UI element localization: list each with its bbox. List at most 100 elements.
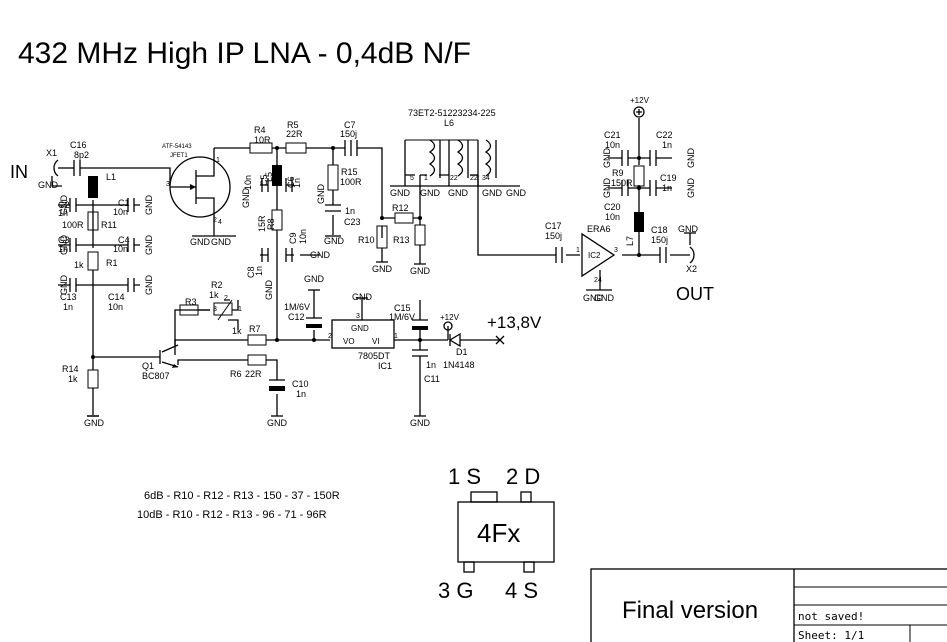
- gnd-l6-4: GND: [482, 188, 503, 198]
- r6-value: 22R: [245, 369, 262, 379]
- c7-ref: C7: [344, 120, 356, 130]
- r5-resistor: [285, 142, 307, 154]
- r15-value: 100R: [340, 177, 362, 187]
- supply-12v-plus: [636, 109, 642, 115]
- q1-ref: Q1: [142, 361, 154, 371]
- c6-ref: C6: [286, 176, 296, 188]
- gnd-c23: GND: [324, 236, 345, 246]
- r2-wiper: 1k: [232, 326, 242, 336]
- r5-value: 22R: [286, 129, 303, 139]
- gnd-c1: GND: [144, 195, 154, 216]
- ic2-pin1: 1: [576, 247, 580, 254]
- c12-value: 1M/6V: [284, 302, 310, 312]
- r4-value: 10R: [254, 135, 271, 145]
- r8-value: 15R: [257, 215, 267, 232]
- node-dot: [380, 216, 384, 220]
- l6-transformer: [405, 139, 497, 178]
- r2-value: 1k: [209, 290, 219, 300]
- q1-value: BC807: [142, 371, 170, 381]
- c13-ref: C13: [60, 292, 77, 302]
- c1-ref: C1: [118, 198, 130, 208]
- l6-pin1: 1: [424, 175, 428, 182]
- gnd-c4: GND: [144, 235, 154, 256]
- r11-value: 100R: [62, 220, 84, 230]
- r14-ref: R14: [62, 364, 79, 374]
- d1-supply-symbol: [443, 321, 453, 331]
- r3-ref: R3: [185, 297, 197, 307]
- c8-ref: C8: [246, 266, 256, 278]
- r7-ref: R7: [249, 324, 261, 334]
- r1-resistor: [87, 251, 99, 271]
- c5-c6-capacitors: [261, 178, 293, 192]
- title-block-sheet: Sheet: 1/1: [798, 629, 864, 642]
- c21-ref: C21: [604, 130, 621, 140]
- r2-ref: R2: [211, 280, 223, 290]
- r6-ref: R6: [230, 369, 242, 379]
- gnd-c22: GND: [686, 148, 696, 169]
- gnd-r10: GND: [372, 264, 393, 274]
- title-block-save-state: not saved!: [798, 610, 864, 623]
- c4-value: 10n: [113, 244, 128, 254]
- c15-ref: C15: [394, 303, 411, 313]
- c13-value: 1n: [63, 302, 73, 312]
- c2-c1-capacitors: [69, 198, 135, 212]
- gnd-c21: GND: [602, 148, 612, 169]
- node-dot: [637, 186, 641, 190]
- r10-ref: R10: [358, 235, 375, 245]
- c18-value: 150j: [651, 235, 668, 245]
- c12-ref: C12: [288, 312, 305, 322]
- node-dot: [91, 355, 95, 359]
- gnd-r14: GND: [84, 418, 105, 428]
- c4-ref: C4: [118, 235, 130, 245]
- ic1-ref: IC1: [378, 361, 392, 371]
- c3-c4-capacitors: [69, 238, 135, 252]
- package-pin4: 4 S: [505, 578, 538, 603]
- r15-ref: R15: [341, 167, 358, 177]
- c11-value: 1n: [426, 360, 436, 370]
- c2-value: 1n: [58, 208, 68, 218]
- ic1-value: 7805DT: [358, 351, 391, 361]
- attenuator-note-6db: 6dB - R10 - R12 - R13 - 150 - 37 - 150R: [144, 490, 340, 502]
- c14-ref: C14: [108, 292, 125, 302]
- c11-capacitor: [412, 349, 428, 357]
- gnd-c6: GND: [316, 184, 326, 205]
- node-dot: [418, 216, 422, 220]
- l6-value: 73ET2-51223234-225: [408, 108, 496, 118]
- node-dot: [637, 253, 641, 257]
- c8-value: 1n: [254, 266, 264, 276]
- c23-value: 1n: [345, 206, 355, 216]
- r2-pin2: 2: [224, 295, 228, 302]
- r14-resistor: [87, 369, 99, 389]
- c7-value: 150j: [340, 129, 357, 139]
- gnd-x2: GND: [678, 224, 699, 234]
- gnd-c14: GND: [144, 275, 154, 296]
- r7-resistor: [247, 334, 267, 346]
- ic1-pin2-num: 2: [328, 333, 332, 340]
- gnd-c13: GND: [59, 275, 69, 296]
- r15-resistor: [327, 164, 339, 191]
- c10-ref: C10: [292, 379, 309, 389]
- c18-ref: C18: [651, 225, 668, 235]
- l1-ref: L1: [106, 172, 116, 182]
- r12-resistor: [394, 212, 414, 224]
- c21-value: 10n: [605, 140, 620, 150]
- c18-capacitor: [659, 247, 667, 263]
- l5-ref: L5: [264, 172, 274, 182]
- c9-ref: C9: [288, 232, 298, 244]
- c17-ref: C17: [545, 221, 562, 231]
- c8-c9-capacitors: [261, 248, 293, 262]
- l7-inductor: [634, 212, 644, 232]
- ic2-pin2: 2: [594, 277, 598, 284]
- c1-value: 10n: [113, 207, 128, 217]
- r12-ref: R12: [392, 203, 409, 213]
- r4-ref: R4: [254, 125, 266, 135]
- d1-ref: D1: [456, 347, 468, 357]
- r13-resistor: [414, 224, 426, 246]
- jfet-pin2: 2: [213, 217, 217, 224]
- gnd-l6-3: GND: [448, 188, 469, 198]
- gnd-l6-2: GND: [420, 188, 441, 198]
- r1-value: 1k: [74, 260, 84, 270]
- l6-pin5: 5: [410, 175, 414, 182]
- supply-12v-label: +12V: [630, 96, 650, 105]
- r11-ref: R11: [101, 220, 117, 230]
